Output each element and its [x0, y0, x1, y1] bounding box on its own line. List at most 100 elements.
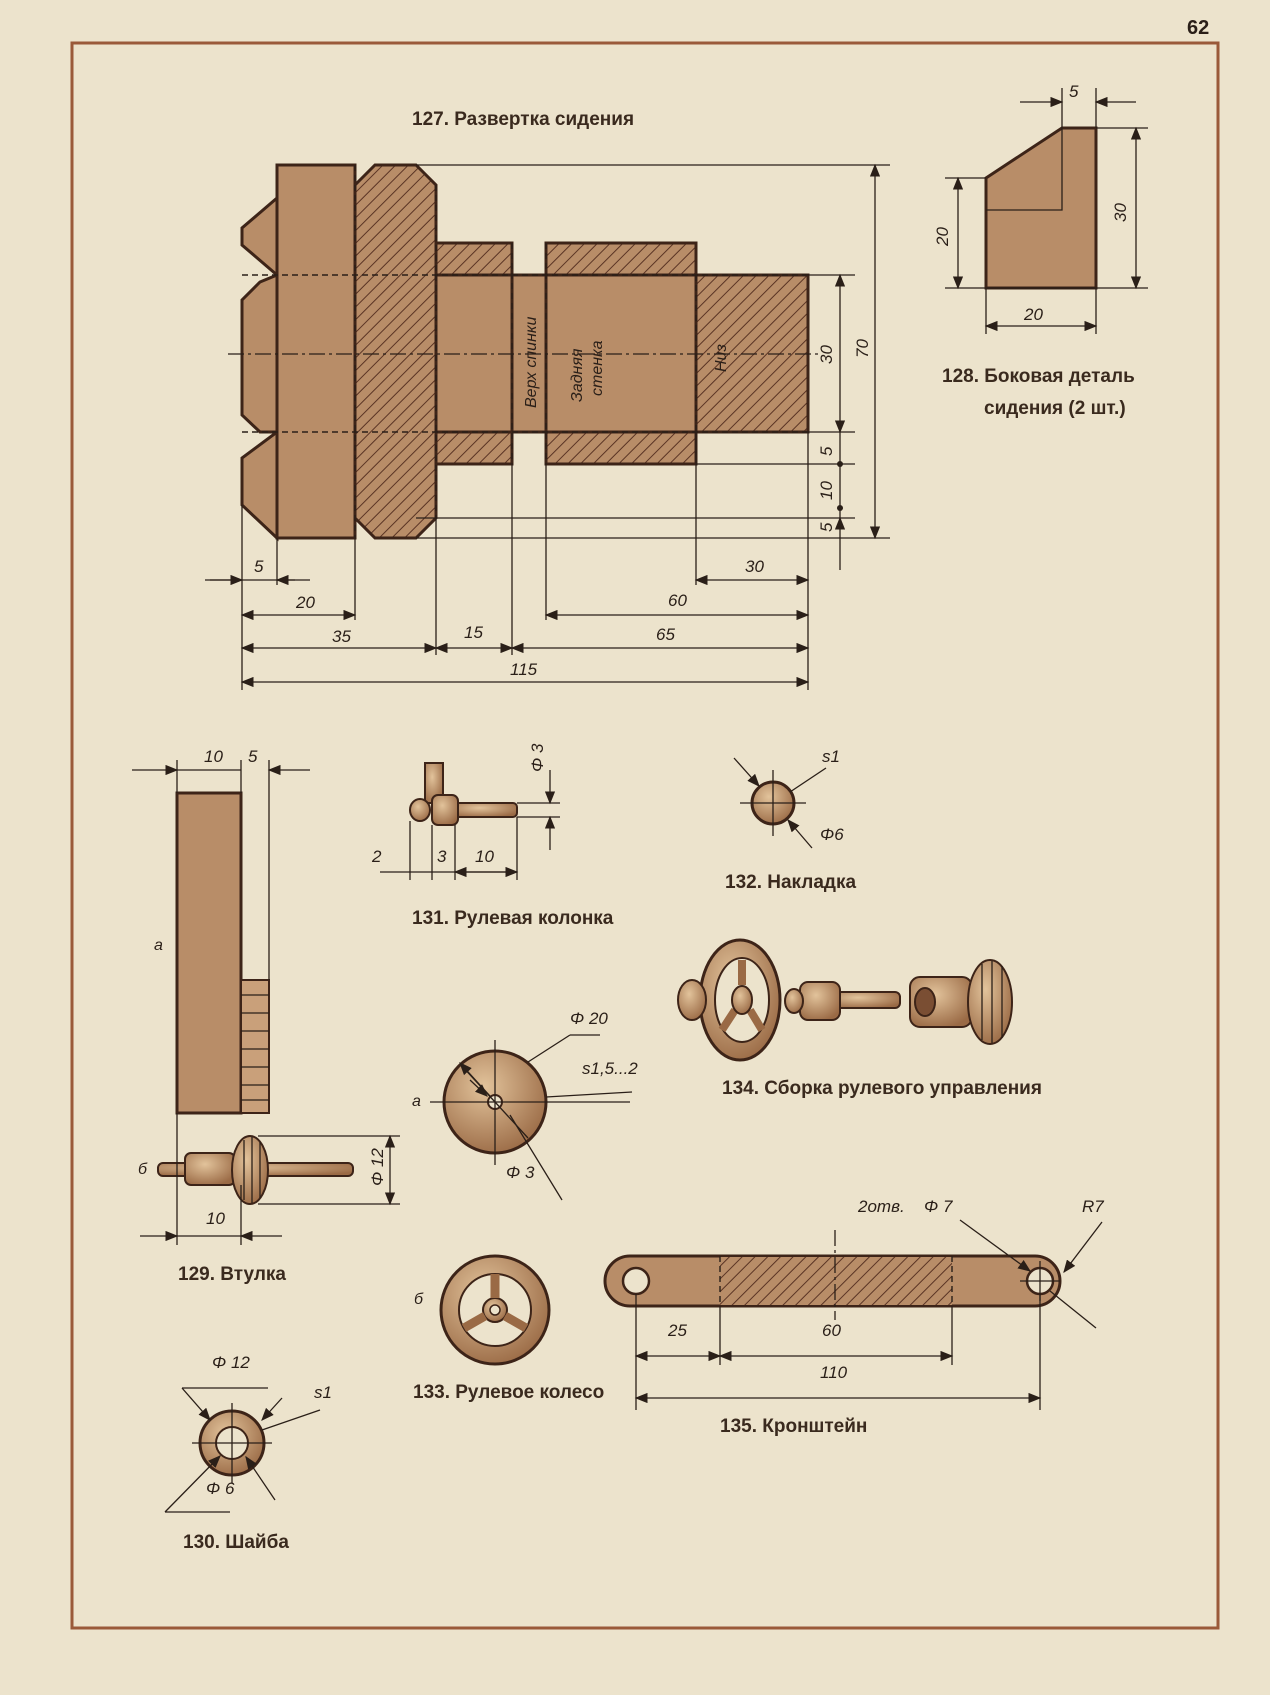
fig130-dim-line-12 — [181, 1387, 211, 1421]
fig130-dim-line-6 — [164, 1455, 221, 1513]
fig135-hole-left — [621, 1266, 651, 1296]
fig133-dim-arrow — [469, 1079, 488, 1097]
fig130-dim-d6: Φ 6 — [206, 1479, 235, 1498]
fig129-dim-5: 5 — [248, 747, 258, 766]
page-border — [70, 41, 1220, 1630]
fig127-dim-60: 60 — [668, 591, 687, 610]
fig133-leader-s — [545, 1091, 633, 1098]
fig129-hub — [184, 1152, 236, 1186]
figure-127-seat-unfolding: 127. Развертка сидения Верх спинки Задня… — [205, 109, 890, 690]
fig131-dim-3: 3 — [437, 847, 447, 866]
fig127-dim-5: 5 — [254, 557, 264, 576]
fig129-label-a: а — [154, 937, 163, 954]
fig133-dim-s: s1,5...2 — [582, 1059, 638, 1078]
figure-134-steering-assembly: 134. Сборка рулевого управления — [677, 938, 1042, 1099]
fig127-dim-5b: 5 — [817, 446, 836, 456]
fig128-inner-line — [986, 128, 1063, 211]
fig129-strip-a-cut — [240, 979, 270, 1114]
fig127-dim-115: 115 — [510, 660, 538, 679]
fig131-dim-2: 2 — [371, 847, 382, 866]
fig133-dim-d3: Φ 3 — [506, 1163, 535, 1182]
fig127-strip-bot-1 — [434, 430, 514, 466]
fig127-dim-20: 20 — [295, 593, 315, 612]
fig132-dim-d6: Φ6 — [820, 825, 844, 844]
figure-132-cover-plate: s1 Φ6 132. Накладка — [725, 747, 856, 893]
fig127-dim-10: 10 — [817, 481, 836, 500]
fig127-tab-bot-left — [240, 429, 279, 542]
fig131-collar — [431, 794, 459, 826]
fig127-dim-30: 30 — [817, 345, 836, 364]
fig134-wheel-spoke — [718, 1007, 739, 1033]
page-number: 62 — [1187, 17, 1209, 39]
fig135-leader-d7 — [1049, 1290, 1097, 1329]
fig135-dim-d7: Φ 7 — [924, 1197, 953, 1216]
fig134-caption: 134. Сборка рулевого управления — [722, 1078, 1042, 1099]
fig135-dim-60: 60 — [822, 1321, 841, 1340]
fig130-caption: 130. Шайба — [183, 1532, 289, 1553]
fig132-caption: 132. Накладка — [725, 872, 856, 893]
fig129-dim-d12: Φ 12 — [368, 1148, 387, 1186]
fig135-leader-d7 — [959, 1219, 1032, 1272]
figure-135-bracket: 2отв. Φ 7 R7 25 60 110 135. Кронштейн — [603, 1197, 1104, 1437]
figure-129-bushing: 10 5 а б Φ 12 10 129. Втулка — [132, 747, 400, 1285]
fig134-cap — [677, 979, 707, 1021]
fig127-dim-30b: 30 — [745, 557, 764, 576]
figure-130-washer: Φ 12 s1 Φ 6 130. Шайба — [164, 1353, 332, 1553]
fig135-hatched-area — [720, 1257, 952, 1305]
figure-131-steering-column: Φ 3 2 3 10 131. Рулевая колонка — [371, 743, 614, 929]
fig127-label-backrest-top: Верх спинки — [523, 317, 540, 408]
fig127-dim-dot — [837, 461, 843, 467]
fig135-dim-110: 110 — [820, 1363, 848, 1382]
fig127-strip-bot-2 — [544, 430, 698, 466]
fig135-dim-r7: R7 — [1082, 1197, 1104, 1216]
fig131-caption: 131. Рулевая колонка — [412, 908, 614, 929]
fig134-wheel-spoke — [746, 1007, 766, 1033]
fig133-caption: 133. Рулевое колесо — [413, 1382, 604, 1403]
fig129-label-b: б — [138, 1161, 148, 1178]
fig131-dim-d3: Φ 3 — [528, 743, 547, 772]
fig127-dim-65: 65 — [656, 625, 675, 644]
fig127-dim-15: 15 — [464, 623, 483, 642]
fig129-caption: 129. Втулка — [178, 1264, 286, 1285]
fig133-wheel-b-spoke — [461, 1312, 488, 1332]
fig134-column-collar — [799, 981, 841, 1021]
fig132-dim-arrow — [787, 819, 813, 849]
fig129-strip-a — [175, 791, 243, 1115]
fig127-label-bottom: Низ — [713, 344, 730, 372]
fig134-wheel-hub — [731, 985, 753, 1015]
fig129-dim-10: 10 — [204, 747, 223, 766]
fig127-dim-70: 70 — [853, 339, 872, 358]
fig127-side-panel-left — [275, 163, 357, 540]
fig127-dim-dot — [837, 505, 843, 511]
fig127-dim-35: 35 — [332, 627, 351, 646]
fig127-tab-top-left — [240, 194, 279, 279]
figure-128-side-part: 5 20 30 20 128. Боковая деталь сидения (… — [933, 82, 1148, 419]
fig134-column-head — [784, 988, 804, 1014]
fig132-dim-arrow — [733, 757, 760, 787]
fig127-strip-top-2 — [544, 241, 698, 277]
fig128-caption-2: сидения (2 шт.) — [984, 398, 1126, 419]
fig128-dim-20v: 20 — [933, 227, 952, 247]
fig129-dim-10b: 10 — [206, 1209, 225, 1228]
figure-133-steering-wheel: а Φ 20 s1,5...2 Φ 3 б 133. Рулевое колес… — [412, 1009, 638, 1403]
fig133-dim-line-3 — [509, 1114, 563, 1201]
fig130-dim-d12: Φ 12 — [212, 1353, 250, 1372]
fig132-dim-s1: s1 — [822, 747, 840, 766]
fig135-label-holes: 2отв. — [857, 1197, 905, 1216]
fig132-leader-s1 — [789, 767, 827, 793]
fig131-shaft — [454, 802, 518, 818]
fig135-leader-r7 — [1063, 1221, 1103, 1274]
fig127-label-back-wall-1: Задняя — [569, 348, 586, 402]
fig130-dim-arrow — [245, 1455, 276, 1501]
fig128-caption-1: 128. Боковая деталь — [942, 366, 1135, 387]
fig128-part-shape — [984, 126, 1098, 290]
fig128-dim-20h: 20 — [1023, 305, 1043, 324]
fig133-dim-d20: Φ 20 — [570, 1009, 608, 1028]
fig133-label-b: б — [414, 1291, 424, 1308]
fig133-label-a: а — [412, 1093, 421, 1110]
fig131-head — [409, 798, 431, 822]
fig134-bushing-hole — [914, 987, 936, 1017]
fig133-wheel-b-spoke — [502, 1312, 529, 1332]
fig130-dim-s1: s1 — [314, 1383, 332, 1402]
